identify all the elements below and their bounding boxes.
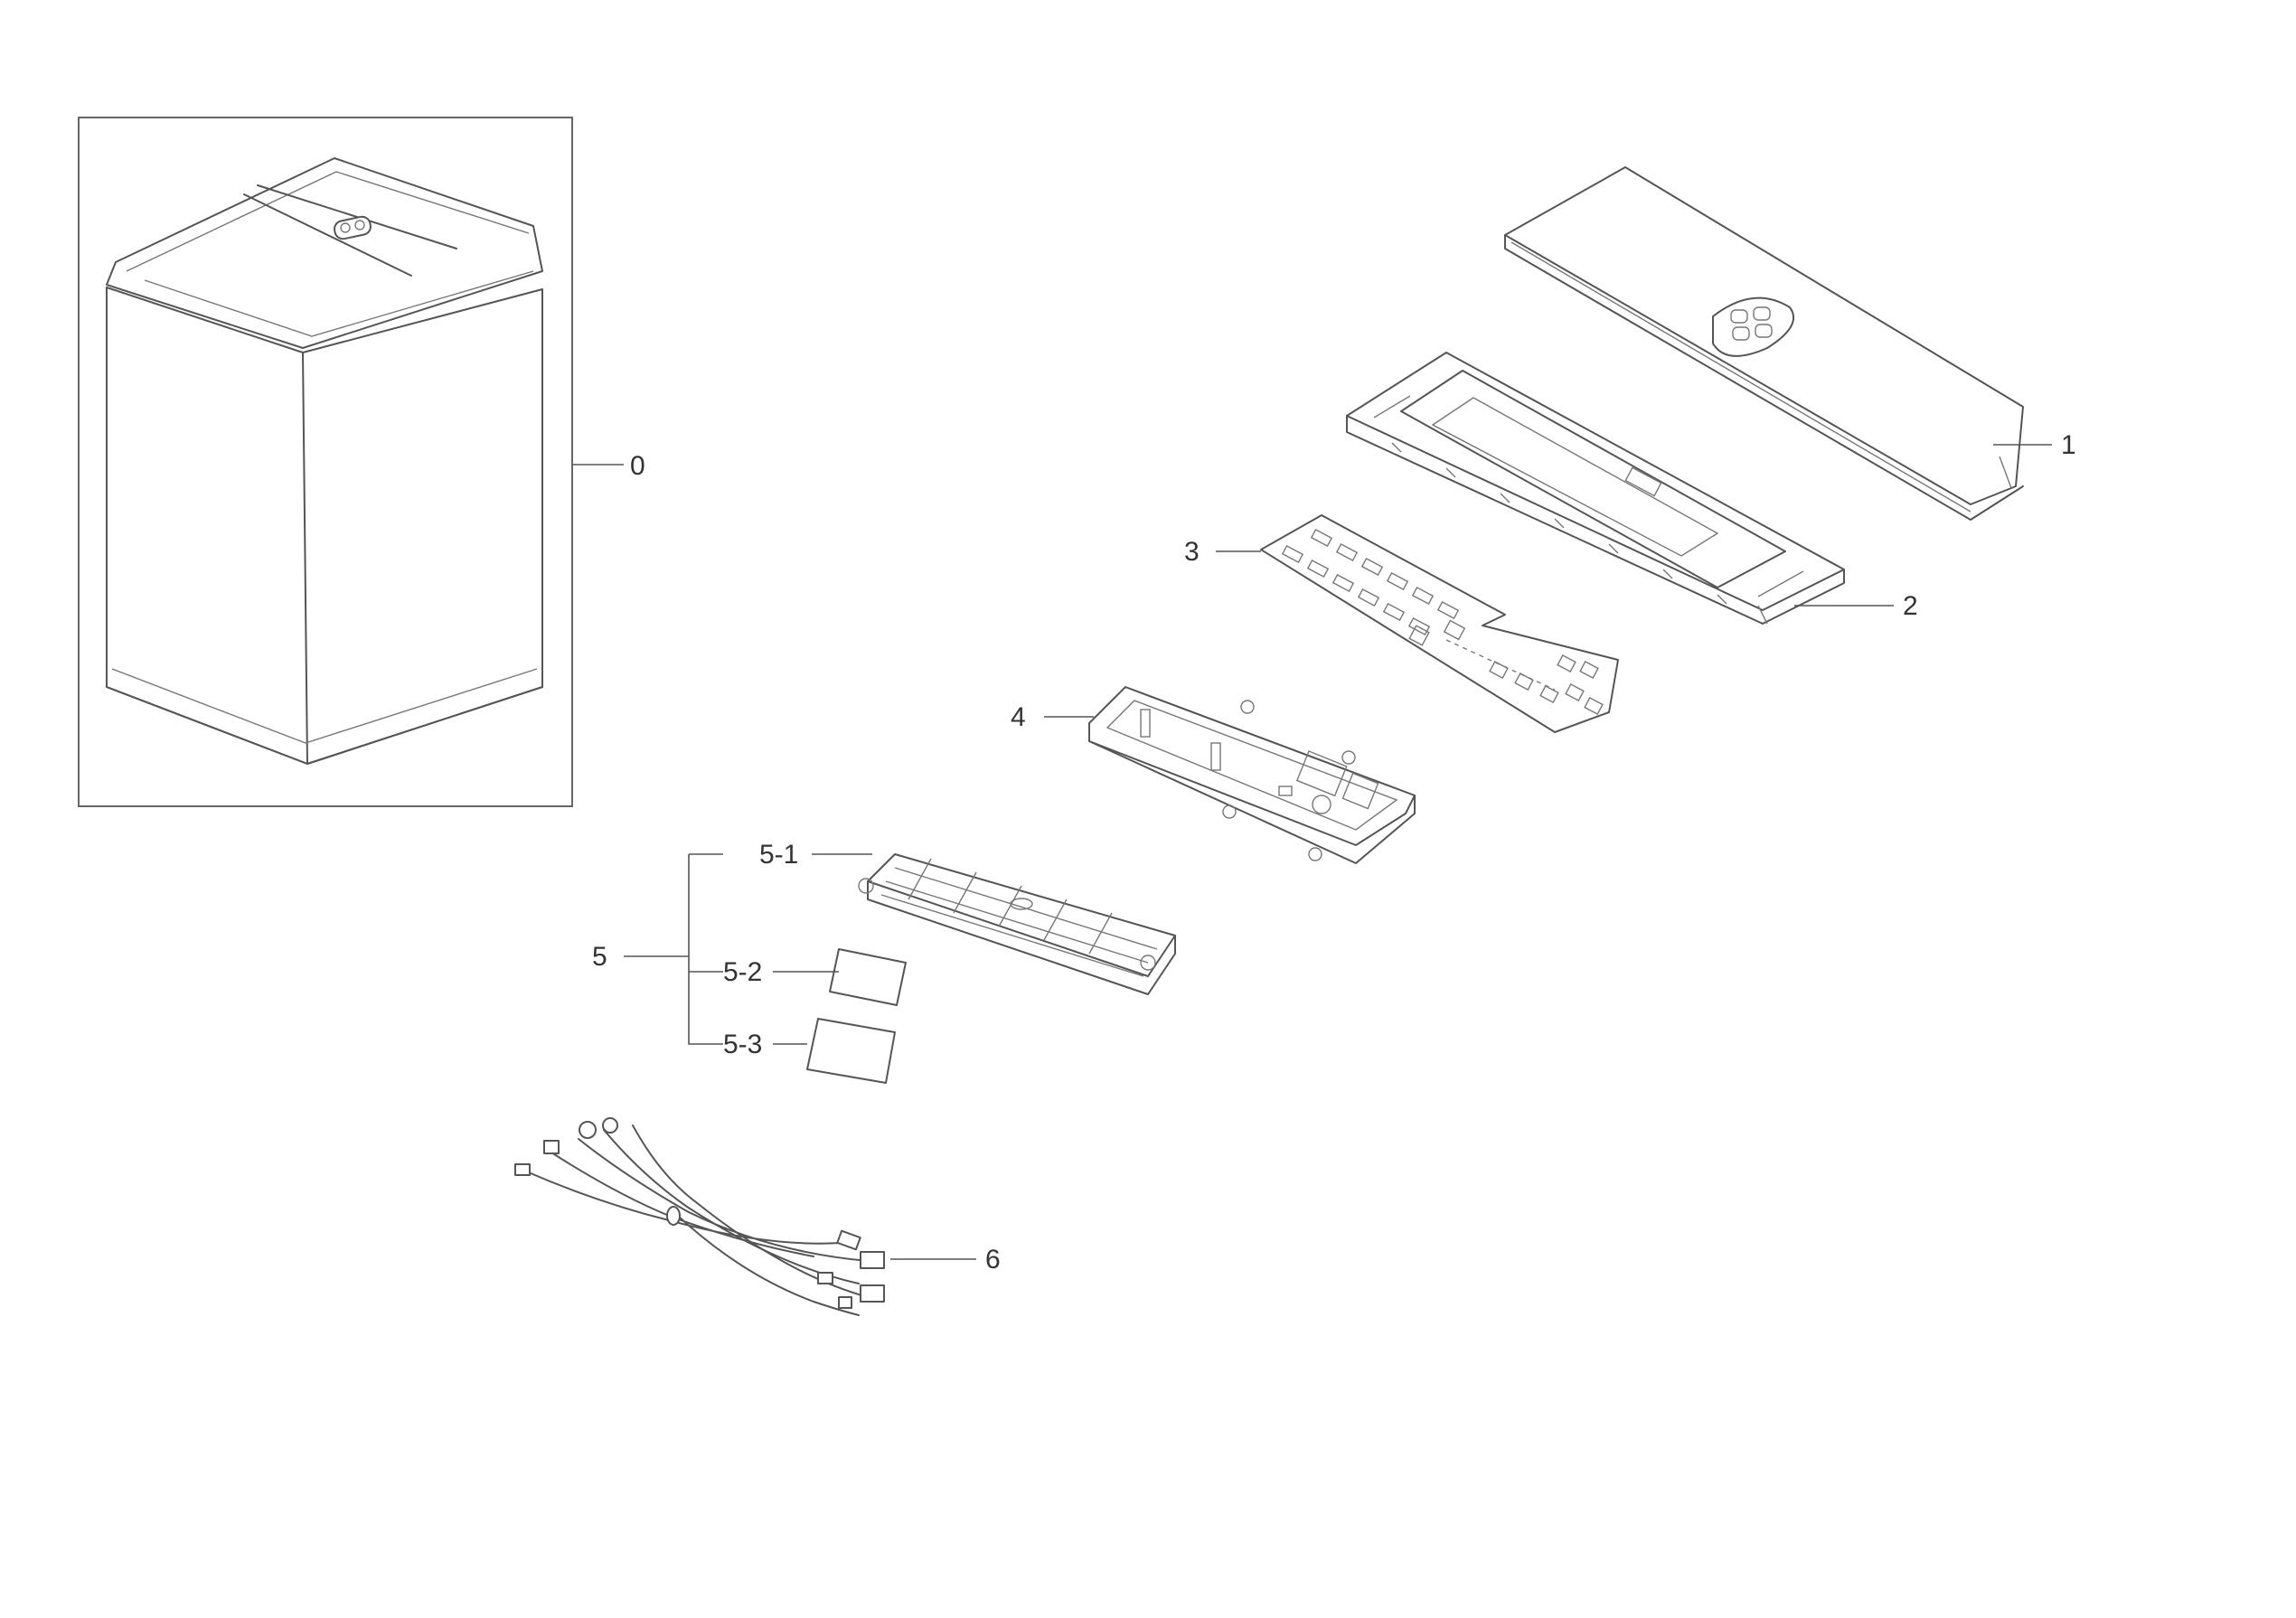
part-3-membrane-sheet [1260,514,1619,733]
part-5-2-label [829,948,907,1006]
leader-lines [572,444,2052,1260]
callout-5: 5 [592,942,607,972]
callout-1: 1 [2061,430,2076,460]
callout-6: 6 [985,1245,1001,1275]
callout-5-3: 5-3 [723,1030,762,1059]
part-5-1-pcb-cover [858,853,1176,995]
callout-labels: 0 1 2 3 4 5 5-1 5-2 5-3 6 [592,430,2076,1275]
part-4-pcb-housing [1088,686,1416,864]
callout-5-2: 5-2 [723,957,762,987]
callout-4: 4 [1011,702,1026,732]
part-2-control-panel-frame [1346,352,1845,625]
assembly-frame [78,117,573,807]
callout-0: 0 [630,451,645,481]
callout-5-1: 5-1 [759,840,798,870]
part-0-washer-assembly [78,117,573,807]
part-5-3-label [806,1018,896,1084]
callout-3: 3 [1184,537,1200,567]
part-1-control-cover [1504,166,2024,521]
part-6-wire-harness [514,1117,885,1316]
callout-2: 2 [1903,591,1918,621]
